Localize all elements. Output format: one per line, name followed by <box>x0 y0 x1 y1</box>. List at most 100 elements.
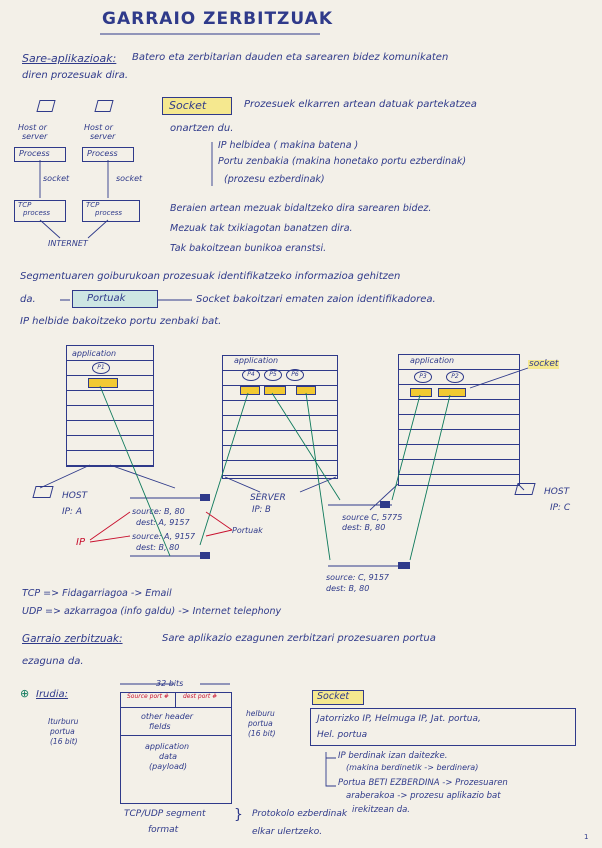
tcp-right-box: TCP process <box>82 200 140 222</box>
socket2-tuple1: Jatorrizko IP, Helmuga IP, Jat. portua, <box>317 714 481 724</box>
green-link-6 <box>409 394 451 561</box>
tcp-left-label: TCP <box>18 201 32 209</box>
port-row <box>121 693 231 708</box>
host-c-label: HOST <box>544 487 570 497</box>
header-divider <box>121 735 231 736</box>
host-a-link <box>39 464 176 489</box>
packet1-header <box>200 494 210 501</box>
source-port-note2: portua <box>50 727 75 736</box>
tcp-left-label2: process <box>23 209 51 217</box>
socket-def-label: Socket <box>169 99 207 112</box>
segment-format-box: Source port # dest port # other header f… <box>120 692 232 804</box>
sare-aplikazioak-line2: diren prozesuak dira. <box>22 70 129 81</box>
socket2-arrows <box>325 752 336 787</box>
socket-pointer-label: socket <box>528 359 560 369</box>
port-divider <box>175 693 176 707</box>
portuak-arrows-red <box>205 511 233 537</box>
socket-b2 <box>264 386 286 395</box>
socket2-arrow2: Portua BETI EZBERDINA -> Prozesuaren <box>338 778 508 788</box>
source-port-note1: Iturburu <box>48 717 79 726</box>
process-p4: P4 <box>242 369 260 381</box>
packet3-header <box>380 501 390 508</box>
app-field2: data <box>159 752 178 761</box>
portuak-label: Portuak <box>87 293 126 304</box>
sare-aplikazioak-label: Sare-aplikazioak: <box>22 52 117 65</box>
garraio-line1: Sare aplikazio ezagunen zerbitzari proze… <box>162 633 436 644</box>
host-a-label: HOST <box>62 491 88 501</box>
packet4-dest: dest: B, 80 <box>326 584 370 593</box>
host-left-title2: server <box>22 132 48 141</box>
host-left-title: Host or <box>18 123 47 132</box>
tcp-left-box: TCP process <box>14 200 66 222</box>
socket-pointer <box>469 367 529 389</box>
socket-left-label: socket <box>43 174 70 183</box>
garraio-label: Garraio zerbitzuak: <box>22 633 123 645</box>
host-right-title2: server <box>90 132 116 141</box>
dest-port-note2: portua <box>248 719 273 728</box>
format-label1: TCP/UDP segment <box>124 809 206 819</box>
process-p2: P2 <box>446 371 464 383</box>
header-field: other header <box>141 712 194 721</box>
socket2-box: Socket <box>312 690 364 705</box>
source-port-note3: (16 bit) <box>50 737 78 746</box>
app-field: application <box>145 742 190 751</box>
socket-def-bullet1: IP helbidea ( makina batena ) <box>218 140 359 151</box>
segment-line1: Segmentuaren goiburukoan prozesuak ident… <box>20 271 401 282</box>
socket-a <box>88 378 118 388</box>
green-link-2 <box>199 392 249 546</box>
socket-def-box: Socket <box>162 97 232 115</box>
socket2-tuple2: Hel. portua <box>317 730 368 740</box>
server-label: SERVER <box>250 493 286 503</box>
socket2-tuple-box: Jatorrizko IP, Helmuga IP, Jat. portua, … <box>310 708 576 746</box>
page-number: 1 <box>584 833 589 841</box>
socket-def-bullet2: Portu zenbakia (makina honetako portu ez… <box>218 156 467 167</box>
green-link-4 <box>305 392 331 561</box>
irudia-label: Irudia: <box>36 689 69 700</box>
process-p6: P6 <box>286 369 304 381</box>
portuak-annotation: Portuak <box>232 526 263 535</box>
socket2-label: Socket <box>317 691 350 702</box>
segment-line2b: Socket bakoitzari ematen zaion identifik… <box>196 294 436 305</box>
plus-circle-icon: ⊕ <box>20 687 30 700</box>
socket2-arrow1b: (makina berdinetik -> berdinera) <box>346 763 479 772</box>
tcp-line: TCP => Fidagarriagoa -> Email <box>22 588 172 599</box>
segment-line3: IP helbide bakoitzeko portu zenbaki bat. <box>20 316 222 327</box>
internet-label: INTERNET <box>48 239 88 248</box>
note-3: Tak bakoitzean bunikoa eranstsi. <box>170 243 327 254</box>
packet1-source: source: B, 80 <box>132 507 185 516</box>
socket-def-line2: onartzen du. <box>170 123 234 134</box>
green-link-3 <box>271 392 341 501</box>
sare-aplikazioak-line1: Batero eta zerbitarian dauden eta sarear… <box>132 52 449 63</box>
page-title: GARRAIO ZERBITZUAK <box>102 9 333 29</box>
dest-port-note3: (16 bit) <box>248 729 276 738</box>
header-field2: fields <box>149 722 171 731</box>
format-note2: elkar ulertzeko. <box>252 827 323 837</box>
note-1: Beraien artean mezuak bidaltzeko dira sa… <box>170 203 432 214</box>
process-p1: P1 <box>92 362 110 374</box>
socket-c1 <box>410 388 432 397</box>
ip-annotation: IP <box>76 537 85 548</box>
format-note1: Protokolo ezberdinak <box>252 809 348 819</box>
green-link-1 <box>99 385 171 557</box>
socket-def-line1: Prozesuek elkarren artean datuak parteka… <box>244 99 477 110</box>
host-c-ip: IP: C <box>550 503 571 513</box>
packet4-source: source: C, 9157 <box>326 573 390 582</box>
note-2: Mezuak tak txikiagotan banatzen dira. <box>170 223 353 234</box>
app-field3: (payload) <box>149 762 188 771</box>
bits-label: 32 bits <box>156 679 184 688</box>
tcp-right-label2: process <box>95 209 123 217</box>
socket2-arrow1: IP berdinak izan daitezke. <box>338 751 448 761</box>
server-ip: IP: B <box>252 505 271 515</box>
tcp-right-label: TCP <box>86 201 100 209</box>
packet2-header <box>200 552 210 559</box>
app-c-label: application <box>410 356 455 365</box>
process-p5: P5 <box>264 369 282 381</box>
format-label2: format <box>148 825 179 835</box>
socket-def-bullet2b: (prozesu ezberdinak) <box>224 174 325 185</box>
dest-port-note1: helburu <box>246 709 275 718</box>
portuak-box: Portuak <box>72 290 158 308</box>
process-right-label: Process <box>87 149 118 158</box>
server-link <box>224 476 337 493</box>
